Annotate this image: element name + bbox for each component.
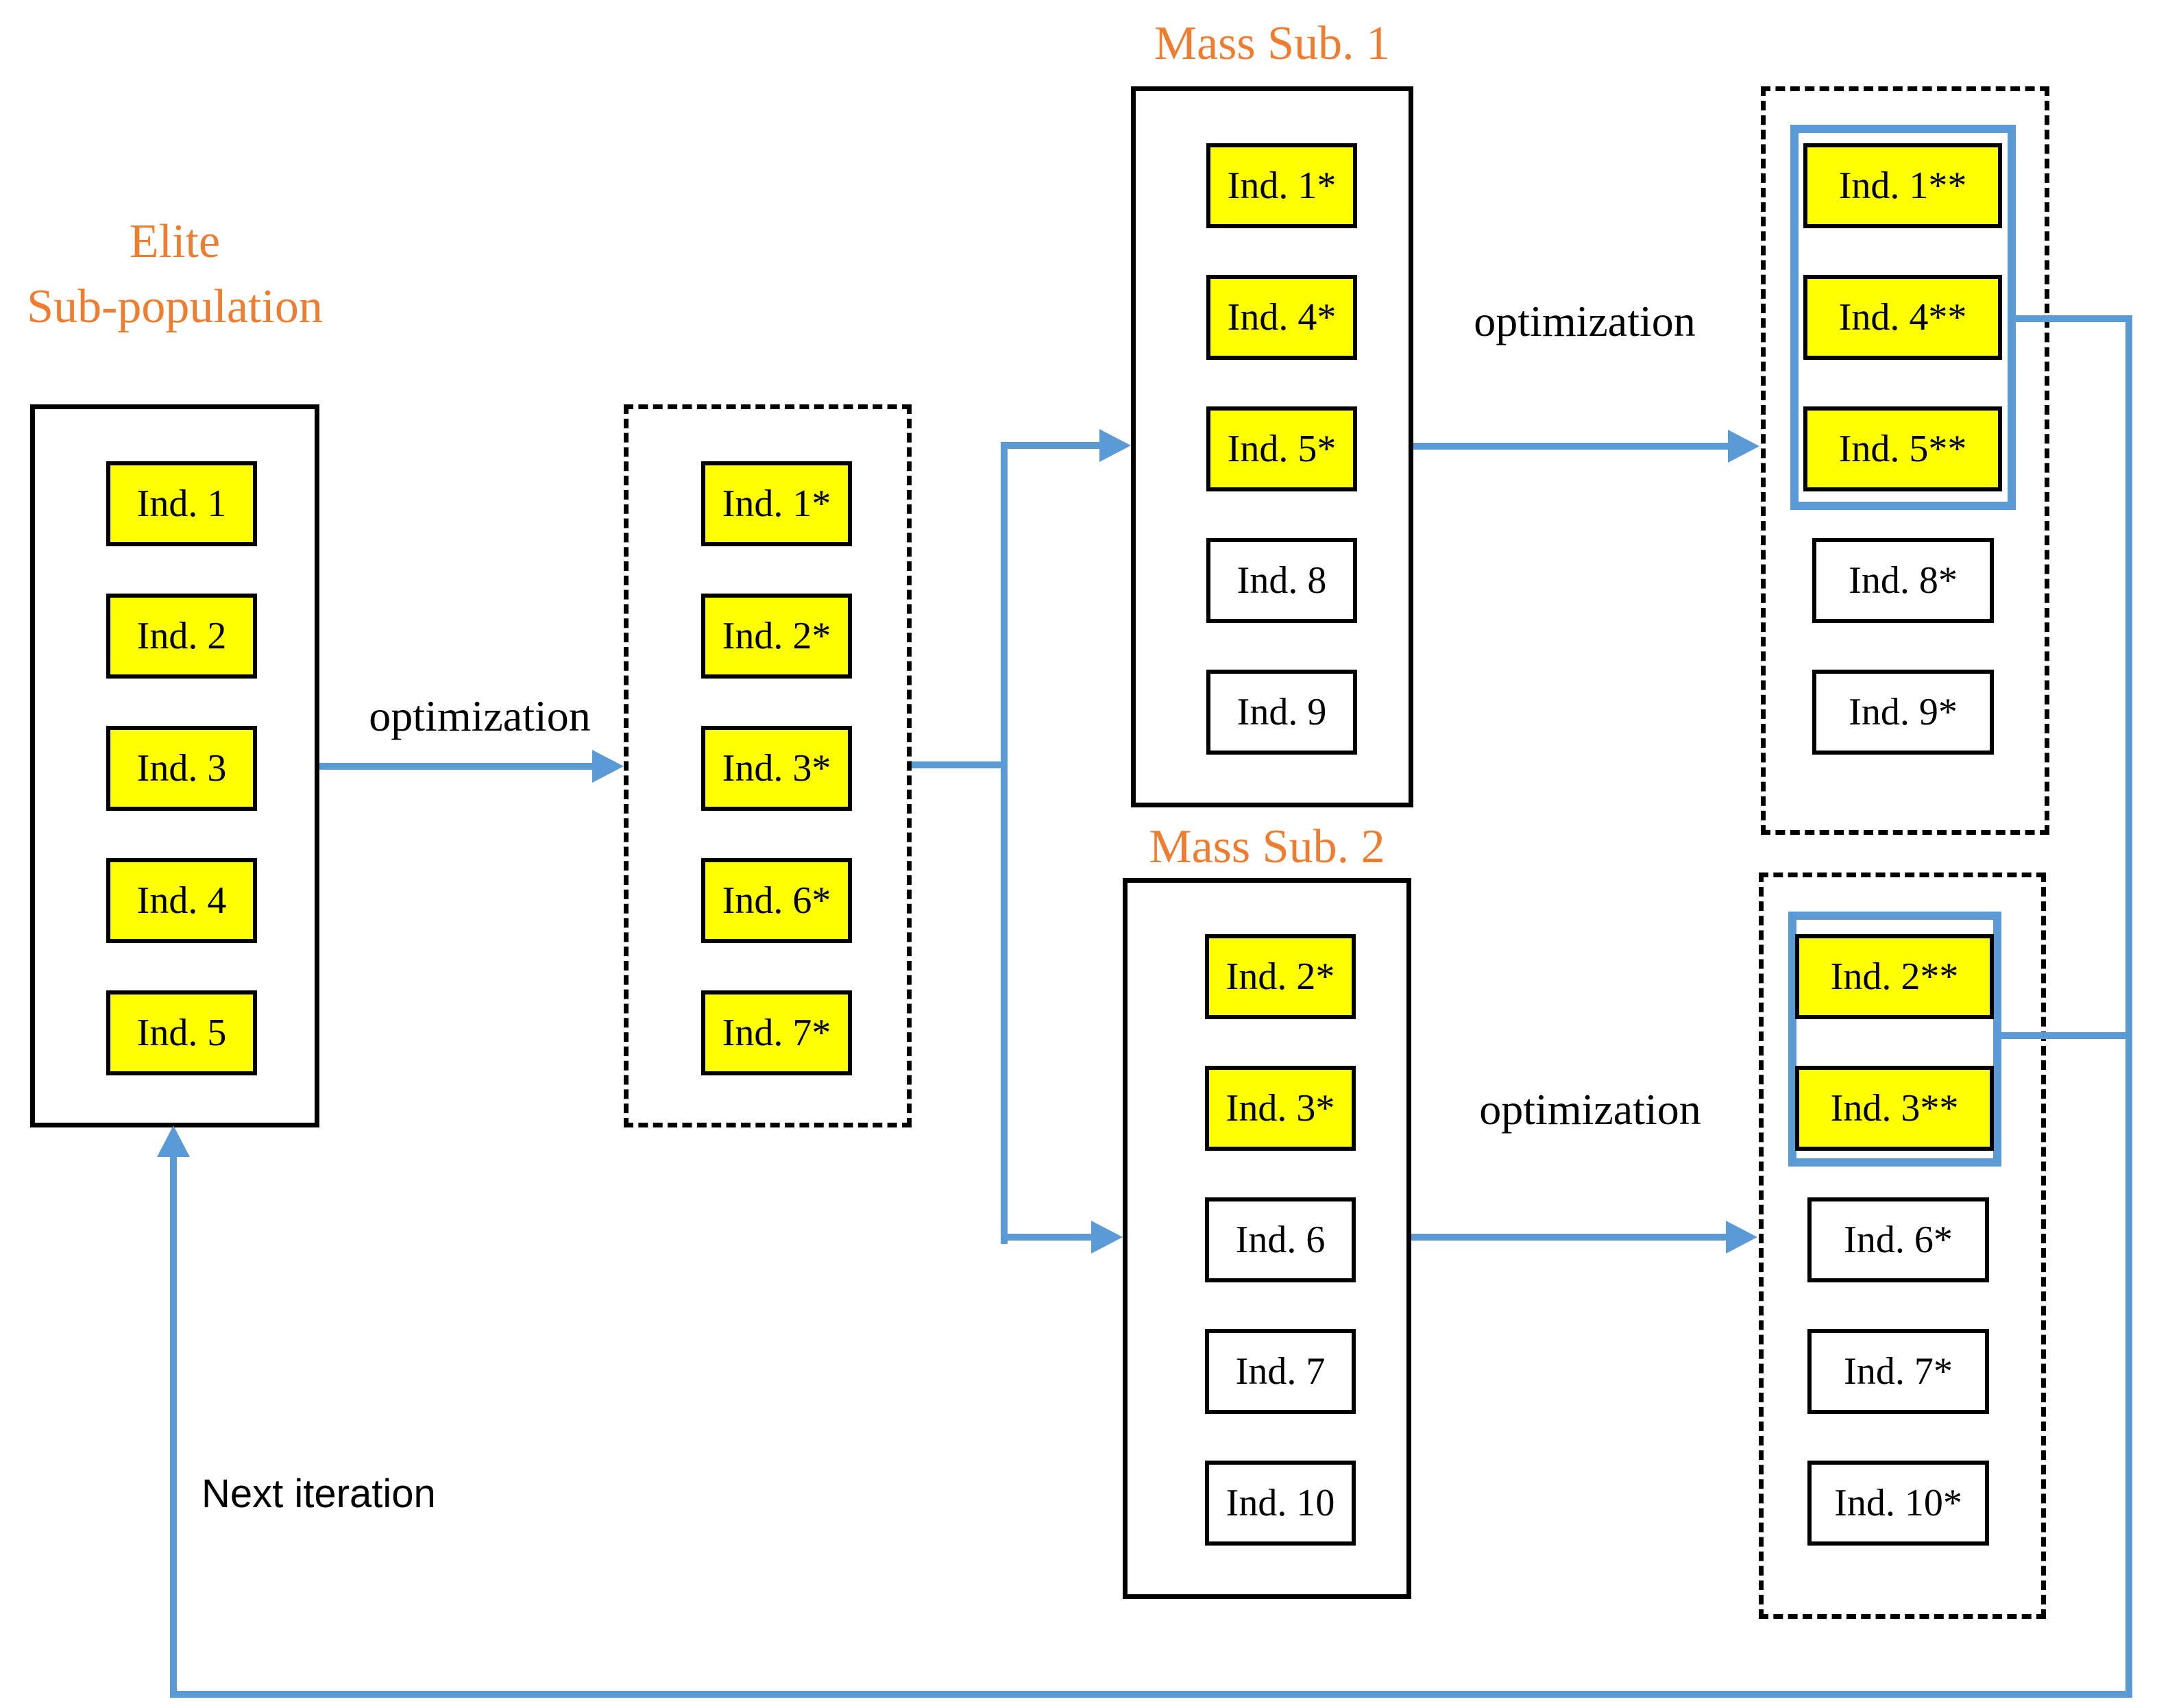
mass1-ind-5: Ind. 5* [1206, 406, 1357, 491]
mass-sub-1-box [1131, 86, 1413, 807]
mass2-ind-10: Ind. 10 [1205, 1461, 1356, 1546]
result1-ind-4: Ind. 4** [1803, 275, 2002, 360]
optimization-label-2: optimization [1474, 297, 1696, 345]
mass1-ind-4: Ind. 4* [1206, 275, 1357, 360]
connector-result2-to-return [2001, 1032, 2125, 1039]
elite-opt-ind-3: Ind. 3* [701, 726, 852, 811]
mass1-ind-9: Ind. 9 [1206, 670, 1357, 755]
result1-ind-5: Ind. 5** [1803, 406, 2002, 491]
connector-branch-vertical [1001, 442, 1008, 1244]
elite-opt-ind-6: Ind. 6* [701, 858, 852, 943]
mass-sub-2-box [1123, 878, 1411, 1599]
arrow-next-iteration-line [170, 1156, 177, 1698]
elite-title-line1: Elite [129, 215, 221, 268]
result1-ind-1: Ind. 1** [1803, 143, 2002, 228]
mass1-ind-1: Ind. 1* [1206, 143, 1357, 228]
next-iteration-label: Next iteration [202, 1472, 436, 1516]
connector-return-vertical [2125, 315, 2132, 1698]
connector-return-bottom [170, 1691, 2132, 1698]
mass2-ind-3: Ind. 3* [1205, 1066, 1356, 1151]
result2-ind-2: Ind. 2** [1795, 934, 1994, 1019]
result2-ind-10: Ind. 10* [1807, 1461, 1989, 1546]
result-2-selected-outline [1788, 912, 2001, 1167]
arrow-branch-to-mass1-head-icon [1099, 429, 1131, 462]
mass2-ind-7: Ind. 7 [1205, 1329, 1356, 1414]
optimization-label-1: optimization [369, 692, 591, 740]
optimization-label-3: optimization [1479, 1085, 1701, 1134]
arrow-branch-to-mass1-line [1001, 442, 1101, 449]
elite-ind-2: Ind. 2 [106, 594, 257, 679]
result2-ind-6: Ind. 6* [1807, 1197, 1989, 1282]
arrow-mass1-to-result1-head-icon [1728, 430, 1759, 463]
arrow-elite-to-optimized-line [319, 763, 594, 770]
result-1-dashed-box [1761, 86, 2049, 835]
arrow-elite-to-optimized-head-icon [592, 750, 624, 783]
arrow-mass2-to-result2-head-icon [1726, 1221, 1757, 1254]
elite-subpopulation-box [30, 404, 319, 1127]
mass2-ind-2: Ind. 2* [1205, 934, 1356, 1019]
elite-opt-ind-1: Ind. 1* [701, 461, 852, 546]
elite-optimized-dashed-box [624, 404, 912, 1127]
elite-opt-ind-7: Ind. 7* [701, 990, 852, 1075]
connector-optimized-to-branch [912, 761, 1008, 768]
elite-opt-ind-2: Ind. 2* [701, 594, 852, 679]
result1-ind-9: Ind. 9* [1812, 670, 1994, 755]
elite-subpopulation-title: Elite Sub-population [21, 209, 329, 339]
connector-result1-to-return [2016, 315, 2132, 322]
elite-title-line2: Sub-population [27, 280, 323, 333]
arrow-mass2-to-result2-line [1411, 1234, 1727, 1241]
arrow-branch-to-mass2-head-icon [1091, 1221, 1123, 1254]
elite-ind-1: Ind. 1 [106, 461, 257, 546]
result2-ind-3: Ind. 3** [1795, 1066, 1994, 1151]
elite-ind-4: Ind. 4 [106, 858, 257, 943]
elite-ind-3: Ind. 3 [106, 726, 257, 811]
arrow-mass1-to-result1-line [1413, 443, 1729, 450]
result1-ind-8: Ind. 8* [1812, 538, 1994, 623]
mass-sub-2-title: Mass Sub. 2 [1149, 820, 1385, 873]
mass2-ind-6: Ind. 6 [1205, 1197, 1356, 1282]
elite-ind-5: Ind. 5 [106, 990, 257, 1075]
result-1-selected-outline [1790, 125, 2016, 510]
mass1-ind-8: Ind. 8 [1206, 538, 1357, 623]
result-2-dashed-box [1759, 873, 2046, 1619]
arrow-next-iteration-head-icon [157, 1125, 190, 1157]
result2-ind-7: Ind. 7* [1807, 1329, 1989, 1414]
mass-sub-1-title: Mass Sub. 1 [1154, 17, 1391, 70]
arrow-branch-to-mass2-line [1001, 1234, 1093, 1241]
